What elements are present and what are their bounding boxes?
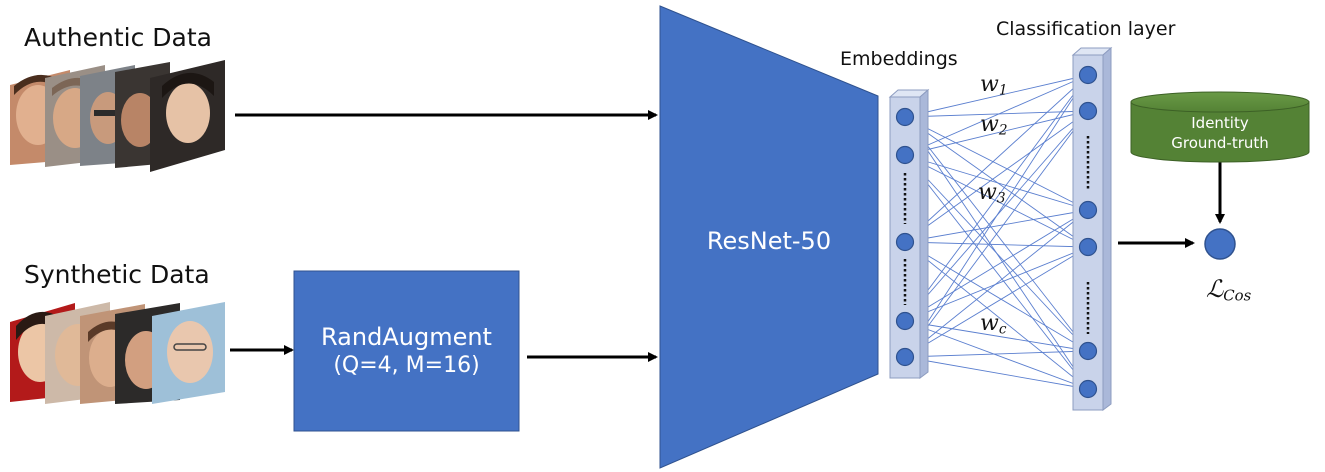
weight-w1-symbol: w	[980, 72, 999, 97]
loss-symbol: ℒ	[1206, 275, 1224, 303]
ground-truth-label: Identity Ground-truth	[1131, 114, 1309, 153]
edge-5-3	[904, 209, 1089, 358]
edge-3-6	[904, 241, 1089, 390]
synthetic-face-images	[10, 302, 225, 404]
embedding-node-4	[895, 311, 915, 331]
weight-w2-sub: 2	[998, 122, 1008, 139]
edge-2-6	[904, 154, 1089, 390]
embedding-node-3	[895, 232, 915, 252]
weight-w2-label: w2	[980, 114, 1008, 138]
edge-1-2	[904, 110, 1089, 118]
embedding-node-2	[895, 145, 915, 165]
edge-5-2	[904, 110, 1089, 358]
edge-3-2	[904, 110, 1089, 243]
edge-3-3	[904, 209, 1089, 243]
edge-2-1	[904, 74, 1089, 156]
synthetic-data-title: Synthetic Data	[24, 260, 210, 289]
classification-node-2	[1078, 101, 1098, 121]
classification-layer-title: Classification layer	[996, 18, 1176, 40]
loss-label: ℒCos	[1206, 277, 1251, 304]
synthetic-face-5	[152, 302, 225, 404]
edge-4-1	[904, 74, 1089, 322]
embedding-layer	[888, 88, 930, 379]
embedding-nodes	[895, 107, 915, 367]
weight-wc-sub: c	[998, 321, 1007, 338]
weight-w3-sub: 3	[996, 190, 1006, 207]
classification-node-4	[1078, 237, 1098, 257]
authentic-face-5	[150, 60, 225, 172]
weight-w3-label: w3	[978, 182, 1006, 206]
edge-2-3	[904, 154, 1089, 211]
weight-w1-label: w1	[980, 74, 1008, 98]
edge-5-6	[904, 356, 1089, 390]
embedding-node-1	[895, 107, 915, 127]
edge-1-1	[904, 74, 1089, 118]
resnet-label: ResNet-50	[706, 227, 832, 255]
edge-4-3	[904, 209, 1089, 322]
edge-3-4	[904, 241, 1089, 248]
ground-truth-cylinder	[1130, 91, 1310, 163]
resnet-block	[659, 5, 879, 469]
edge-5-1	[904, 74, 1089, 358]
edge-1-4	[904, 116, 1089, 248]
classification-node-5	[1078, 341, 1098, 361]
embeddings-title: Embeddings	[840, 48, 958, 70]
ground-truth-line1: Identity	[1191, 114, 1249, 132]
edge-5-5	[904, 350, 1089, 358]
weight-wc-label: wc	[980, 313, 1006, 337]
embedding-node-5	[895, 347, 915, 367]
randaugment-label: RandAugment (Q=4, M=16)	[294, 322, 519, 380]
randaugment-params: (Q=4, M=16)	[333, 353, 480, 378]
weight-w3-symbol: w	[978, 180, 997, 205]
classification-node-1	[1078, 65, 1098, 85]
randaugment-name: RandAugment	[321, 323, 492, 351]
loss-sub: Cos	[1223, 286, 1252, 305]
edge-2-4	[904, 154, 1089, 248]
edge-1-3	[904, 116, 1089, 211]
weight-w2-symbol: w	[980, 112, 999, 137]
edge-3-1	[904, 74, 1089, 243]
edge-2-5	[904, 154, 1089, 352]
randaugment-box	[293, 270, 520, 432]
loss-node	[1204, 228, 1236, 260]
weight-w1-sub: 1	[998, 82, 1008, 99]
edge-5-4	[904, 246, 1089, 358]
edge-2-2	[904, 110, 1089, 156]
ground-truth-line2: Ground-truth	[1171, 133, 1269, 152]
classification-node-6	[1078, 379, 1098, 399]
edge-4-5	[904, 320, 1089, 352]
edge-3-5	[904, 241, 1089, 352]
fully-connected-edges	[904, 74, 1089, 390]
authentic-face-images	[10, 60, 225, 172]
classification-nodes	[1078, 65, 1098, 399]
weight-wc-symbol: w	[980, 311, 999, 336]
authentic-data-title: Authentic Data	[24, 23, 212, 52]
classification-node-3	[1078, 200, 1098, 220]
